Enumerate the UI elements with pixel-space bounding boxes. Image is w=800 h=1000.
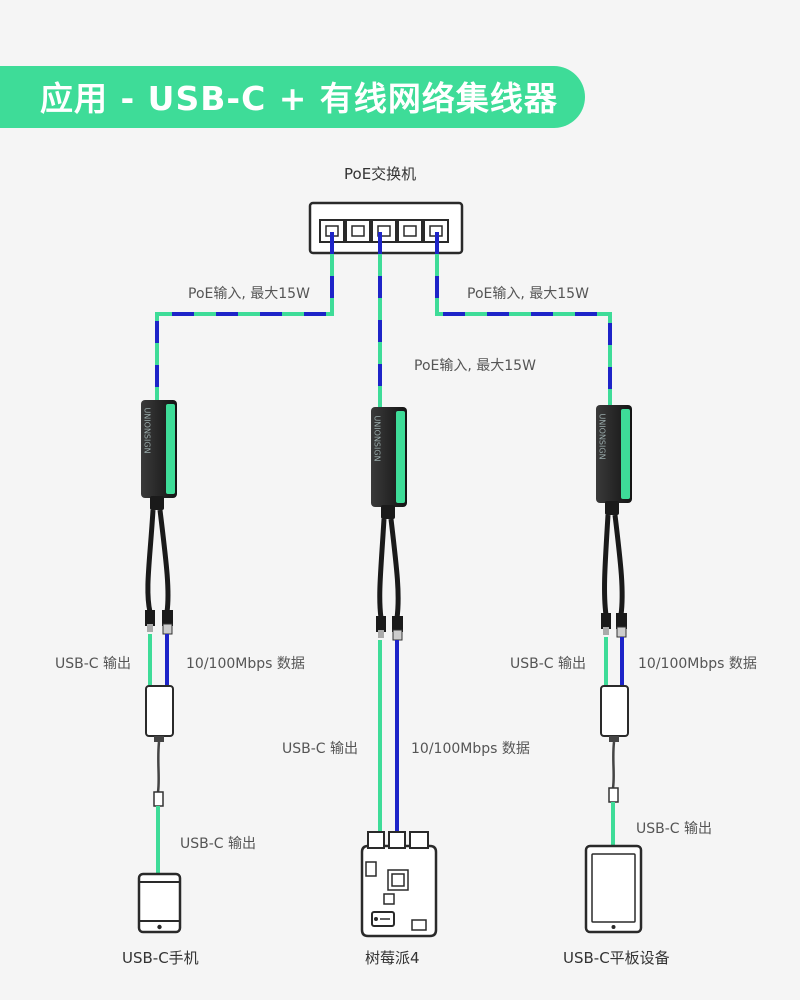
left-usb-adapter bbox=[145, 685, 174, 874]
poe-cable-left bbox=[155, 232, 334, 400]
ethernet-port bbox=[397, 219, 423, 243]
switch-label: PoE交换机 bbox=[344, 165, 417, 183]
left-output-lines bbox=[148, 634, 169, 686]
ethernet-port bbox=[345, 219, 371, 243]
center-output-lines bbox=[378, 640, 399, 832]
device-label-raspberry-pi: 树莓派4 bbox=[365, 949, 420, 967]
left-power-label: USB-C 输出 bbox=[55, 656, 132, 672]
center-input-label: PoE输入, 最大15W bbox=[414, 358, 536, 374]
poe-splitter-center bbox=[371, 407, 407, 641]
left-data-label: 10/100Mbps 数据 bbox=[186, 656, 305, 672]
right-data-label: 10/100Mbps 数据 bbox=[638, 656, 757, 672]
ethernet-port bbox=[371, 219, 397, 243]
splitter-brand-left: UNIONSIGN bbox=[142, 407, 152, 454]
poe-cable-right bbox=[435, 232, 612, 405]
title-banner bbox=[0, 66, 585, 128]
center-power-label: USB-C 输出 bbox=[282, 741, 359, 757]
phone-icon bbox=[137, 872, 182, 934]
center-data-label: 10/100Mbps 数据 bbox=[411, 741, 530, 757]
poe-splitter-right bbox=[596, 405, 632, 638]
right-output-lines bbox=[604, 637, 624, 686]
poe-splitter-left bbox=[141, 400, 177, 635]
raspberry-pi-icon bbox=[360, 831, 438, 938]
left-cable-label: USB-C 输出 bbox=[180, 836, 257, 852]
page-title: 应用 - USB-C + 有线网络集线器 bbox=[40, 79, 558, 118]
right-power-label: USB-C 输出 bbox=[510, 656, 587, 672]
right-usb-adapter bbox=[600, 685, 629, 846]
splitter-brand-right: UNIONSIGN bbox=[597, 413, 607, 460]
tablet-icon bbox=[584, 844, 643, 934]
device-label-tablet: USB-C平板设备 bbox=[563, 949, 670, 967]
right-cable-label: USB-C 输出 bbox=[636, 821, 713, 837]
right-input-label: PoE输入, 最大15W bbox=[467, 286, 589, 302]
left-input-label: PoE输入, 最大15W bbox=[188, 286, 310, 302]
poe-switch bbox=[308, 201, 464, 255]
splitter-brand-center: UNIONSIGN bbox=[372, 415, 382, 462]
device-label-phone: USB-C手机 bbox=[122, 949, 199, 967]
